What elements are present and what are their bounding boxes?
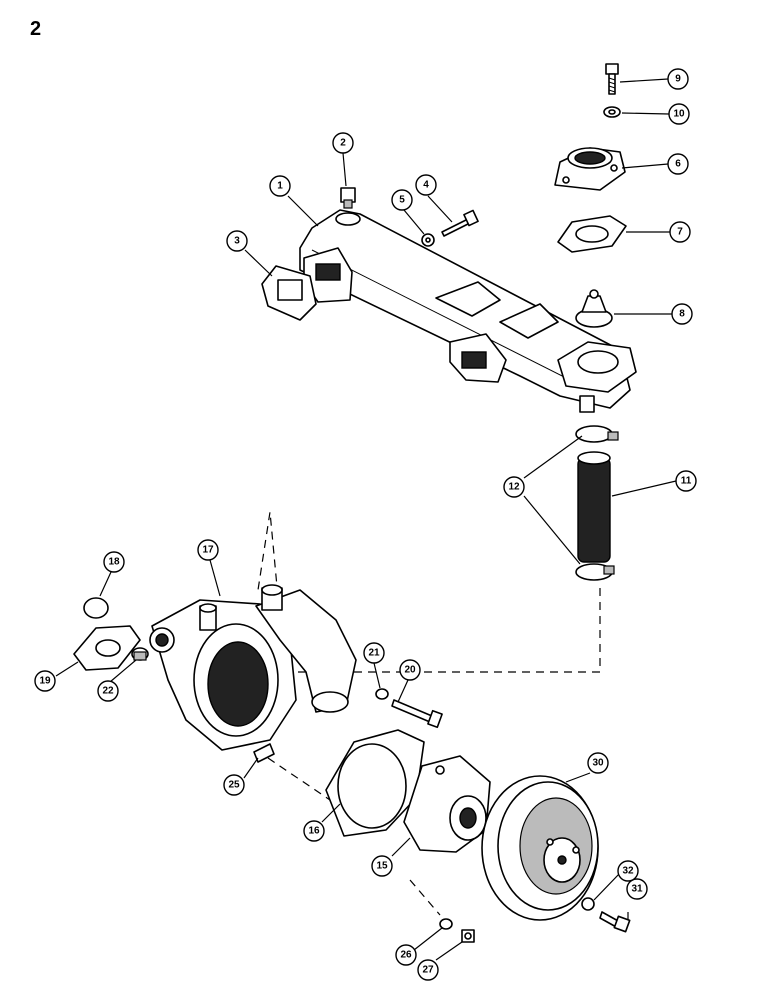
callout-27-label: 27 xyxy=(422,965,434,976)
callout-31-label: 31 xyxy=(631,884,643,895)
hose-clamp-lower-part-12 xyxy=(575,563,615,581)
callout-4: 4 xyxy=(415,174,437,196)
bolt-part-9 xyxy=(605,63,619,95)
callout-32-label: 32 xyxy=(622,866,634,877)
plug-part-2 xyxy=(340,187,356,209)
gasket-part-3 xyxy=(261,265,317,321)
radiator-hose-part-11 xyxy=(577,451,611,563)
callout-4-label: 4 xyxy=(423,180,429,191)
bolt-part-31 xyxy=(599,911,631,933)
callout-30: 30 xyxy=(587,752,609,774)
callout-12-label: 12 xyxy=(508,482,520,493)
seal-alignment-dashed-line xyxy=(267,757,331,801)
gasket-part-19 xyxy=(73,625,141,671)
callout-1: 1 xyxy=(269,175,291,197)
callout-7: 7 xyxy=(669,221,691,243)
callout-30-label: 30 xyxy=(592,758,604,769)
callout-15-label: 15 xyxy=(376,861,388,872)
callout-25-label: 25 xyxy=(228,780,240,791)
callout-26-label: 26 xyxy=(400,950,412,961)
nut-alignment-dashed-line xyxy=(409,879,441,916)
callout-9-label: 9 xyxy=(675,74,681,85)
callout-27: 27 xyxy=(417,959,439,981)
lock-washer-part-21 xyxy=(375,688,389,700)
thermostat-housing-part-6 xyxy=(554,147,626,191)
cap-part-18 xyxy=(83,597,109,619)
lock-washer-part-5 xyxy=(421,233,435,247)
callout-9: 9 xyxy=(667,68,689,90)
callout-22-label: 22 xyxy=(102,686,114,697)
water-manifold-part-1 xyxy=(299,209,637,413)
thermostat-part-8 xyxy=(575,289,613,328)
callout-6: 6 xyxy=(667,153,689,175)
callout-20: 20 xyxy=(399,659,421,681)
callout-15: 15 xyxy=(371,855,393,877)
stud-part-25 xyxy=(253,743,275,763)
nut-part-27 xyxy=(461,929,475,943)
callout-3: 3 xyxy=(226,230,248,252)
callout-17-label: 17 xyxy=(202,545,214,556)
callout-18-label: 18 xyxy=(108,557,120,568)
callout-8: 8 xyxy=(671,303,693,325)
callout-16: 16 xyxy=(303,820,325,842)
leader-lines xyxy=(55,78,677,961)
lock-washer-part-10 xyxy=(603,106,621,118)
water-pump-part-15 xyxy=(403,755,491,853)
callout-17: 17 xyxy=(197,539,219,561)
callout-7-label: 7 xyxy=(677,227,683,238)
callout-20-label: 20 xyxy=(404,665,416,676)
callout-2-label: 2 xyxy=(340,138,346,149)
lock-washer-part-26 xyxy=(439,918,453,930)
callout-21: 21 xyxy=(363,642,385,664)
callout-5-label: 5 xyxy=(399,195,405,206)
callout-22: 22 xyxy=(97,680,119,702)
callout-18: 18 xyxy=(103,551,125,573)
callout-10-label: 10 xyxy=(673,109,685,120)
fan-pulley-part-30 xyxy=(481,775,599,921)
callout-6-label: 6 xyxy=(675,159,681,170)
callout-19-label: 19 xyxy=(39,676,51,687)
callout-11-label: 11 xyxy=(681,476,692,487)
callout-10: 10 xyxy=(668,103,690,125)
bolt-part-4 xyxy=(441,209,479,237)
lock-washer-part-32 xyxy=(581,897,595,911)
callout-12: 12 xyxy=(503,476,525,498)
pump-gasket-part-16 xyxy=(325,729,425,837)
callout-31: 31 xyxy=(626,878,648,900)
page-number: 2 xyxy=(30,18,42,40)
callout-26: 26 xyxy=(395,944,417,966)
callout-2: 2 xyxy=(332,132,354,154)
callout-16-label: 16 xyxy=(308,826,320,837)
callout-19: 19 xyxy=(34,670,56,692)
gasket-part-7 xyxy=(557,215,627,253)
callout-21-label: 21 xyxy=(368,648,380,659)
bolt-part-20 xyxy=(391,699,443,729)
callout-3-label: 3 xyxy=(234,236,240,247)
callout-8-label: 8 xyxy=(679,309,685,320)
callout-25: 25 xyxy=(223,774,245,796)
hose-clamp-upper-part-12 xyxy=(575,425,619,443)
callout-32: 32 xyxy=(617,860,639,882)
callout-1-label: 1 xyxy=(277,181,283,192)
callout-11: 11 xyxy=(675,470,697,492)
callout-5: 5 xyxy=(391,189,413,211)
water-pump-housing-part-17 xyxy=(149,584,357,751)
drain-plug-part-22 xyxy=(131,647,149,661)
